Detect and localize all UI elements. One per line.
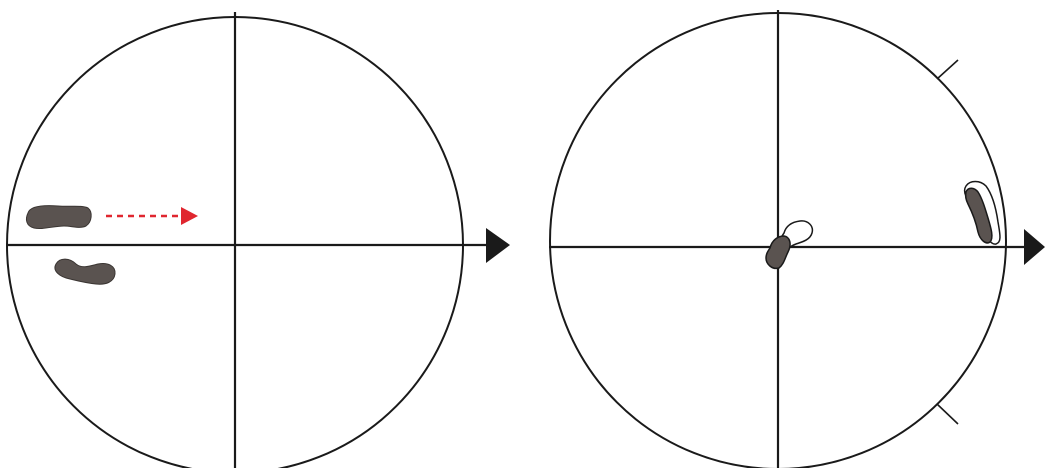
left-axis-arrowhead — [486, 228, 510, 263]
right-tick-upper — [937, 60, 958, 79]
red-arrowhead — [181, 207, 198, 225]
center-blob-dark — [766, 236, 790, 268]
left-panel — [6, 12, 510, 468]
right-panel — [549, 10, 1045, 468]
left-dark-blob-lower — [55, 259, 115, 284]
right-axis-arrowhead — [1024, 229, 1045, 265]
left-dark-blob-upper — [26, 206, 91, 229]
right-tick-lower — [937, 404, 958, 424]
